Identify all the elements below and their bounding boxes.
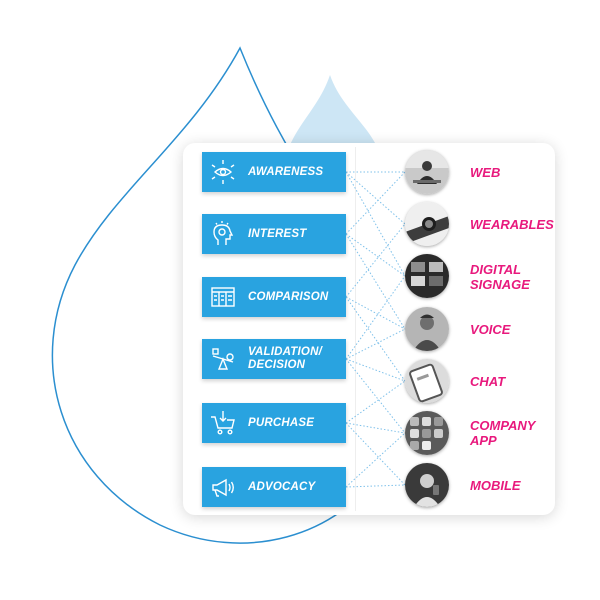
stage-interest[interactable]: INTEREST [202,214,346,254]
channel-photo-digital-signage[interactable] [405,254,449,298]
channel-label-chat[interactable]: CHAT [470,374,506,389]
stage-comparison[interactable]: COMPARISON [202,277,346,317]
stage-label: PURCHASE [248,416,315,429]
stage-label: COMPARISON [248,290,329,303]
stage-label: ADVOCACY [248,480,316,493]
channel-label-mobile[interactable]: MOBILE [470,478,521,493]
stage-purchase[interactable]: PURCHASE [202,403,346,443]
head-idea-icon [202,214,244,254]
channel-photo-wearables[interactable] [405,202,449,246]
channel-photo-mobile[interactable] [405,463,449,507]
megaphone-icon [202,467,244,507]
stage-awareness[interactable]: AWARENESS [202,152,346,192]
shopping-cart-icon [202,403,244,443]
channel-label-wearables[interactable]: WEARABLES [470,217,554,232]
eye-arrows-icon [202,152,244,192]
channel-label-web[interactable]: WEB [470,165,501,180]
channel-photo-voice[interactable] [405,307,449,351]
small-drop-shape [285,75,382,160]
channel-photo-web[interactable] [405,150,449,194]
channel-photo-company-app[interactable] [405,411,449,455]
channel-photo-chat[interactable] [405,359,449,403]
channel-label-digital-signage[interactable]: DIGITAL SIGNAGE [470,262,530,292]
stage-validation-decision[interactable]: VALIDATION/ DECISION [202,339,346,379]
comparison-chart-icon [202,277,244,317]
channel-label-company-app[interactable]: COMPANY APP [470,418,536,448]
stage-label: INTEREST [248,227,307,240]
stage-label: AWARENESS [248,165,324,178]
channel-label-voice[interactable]: VOICE [470,322,511,337]
balance-scale-icon [202,339,244,379]
stage-advocacy[interactable]: ADVOCACY [202,467,346,507]
card-divider [355,147,356,511]
stage-label: VALIDATION/ DECISION [248,346,322,371]
